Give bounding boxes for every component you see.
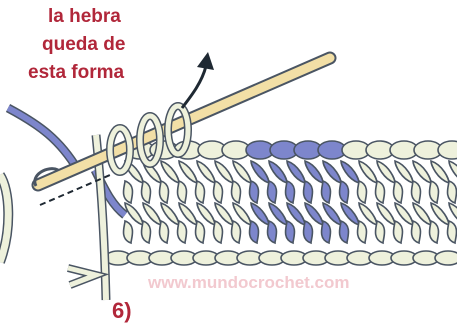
stitch-strand (233, 161, 251, 183)
stitch-strand (376, 221, 385, 243)
stitch-strand (394, 221, 403, 243)
stitch-strand (359, 161, 377, 183)
stitch-strand (323, 161, 341, 183)
stitch-strand (251, 161, 269, 183)
step-label: 6) (112, 298, 132, 323)
stitch-strand (286, 221, 295, 243)
arrow-icon (182, 52, 214, 108)
stitch-strand (232, 181, 241, 203)
stitch-strand (196, 221, 205, 243)
stitch-strand (286, 181, 295, 203)
stitch-strand (340, 181, 349, 203)
stitch-strand (268, 221, 277, 243)
stitch-strand (394, 181, 403, 203)
stitch-strand (124, 181, 133, 203)
stitch-strand (376, 181, 385, 203)
annotation-line-3: esta forma (28, 62, 125, 83)
watermark: www.mundocrochet.com (147, 273, 350, 292)
stitch-strand (377, 161, 395, 183)
stitch-strand (196, 181, 205, 203)
foundation-chain (105, 251, 457, 265)
stitch-strand (178, 221, 187, 243)
stitch-strand (124, 221, 133, 243)
top-loop (438, 141, 457, 159)
stitch-strand (358, 181, 367, 203)
stitch-strand (412, 181, 421, 203)
stitch-strand (412, 221, 421, 243)
stitch-strand (179, 161, 197, 183)
stitch-strand (340, 221, 349, 243)
stitch-strand (215, 161, 233, 183)
stitch-strand (322, 181, 331, 203)
stitch-strand (322, 221, 331, 243)
stitch-strand (395, 161, 413, 183)
stitch-strand (178, 181, 187, 203)
stitch-strand (341, 161, 359, 183)
stitch-strand (430, 181, 439, 203)
stitch-strand (161, 161, 179, 183)
stitch-strand (268, 181, 277, 203)
stitch-strand (197, 161, 215, 183)
stitch-strand (142, 181, 151, 203)
annotation-line-1: la hebra (48, 6, 121, 27)
stitch-strand (214, 181, 223, 203)
stitch-strand (413, 161, 431, 183)
stitch-strand (304, 221, 313, 243)
stitch-strand (142, 221, 151, 243)
chain-link (435, 251, 457, 265)
stitch-strand (232, 221, 241, 243)
left-edge-yarn (0, 175, 8, 262)
stitch-strand (431, 161, 449, 183)
stitch-strand (250, 221, 259, 243)
stitch-strand (305, 161, 323, 183)
stitch-strand (160, 181, 169, 203)
stitch-strand (287, 161, 305, 183)
stitch-strand (250, 181, 259, 203)
stitch-strand (358, 221, 367, 243)
stitch-strand (430, 221, 439, 243)
annotation-line-2: queda de (42, 34, 125, 55)
stitch-strand (448, 181, 457, 203)
stitch-strand (160, 221, 169, 243)
stitch-columns (124, 161, 457, 243)
stitch-strand (449, 161, 457, 183)
stitch-strand (214, 221, 223, 243)
stitch-strand (304, 181, 313, 203)
stitch-strand (448, 221, 457, 243)
stitch-strand (269, 161, 287, 183)
